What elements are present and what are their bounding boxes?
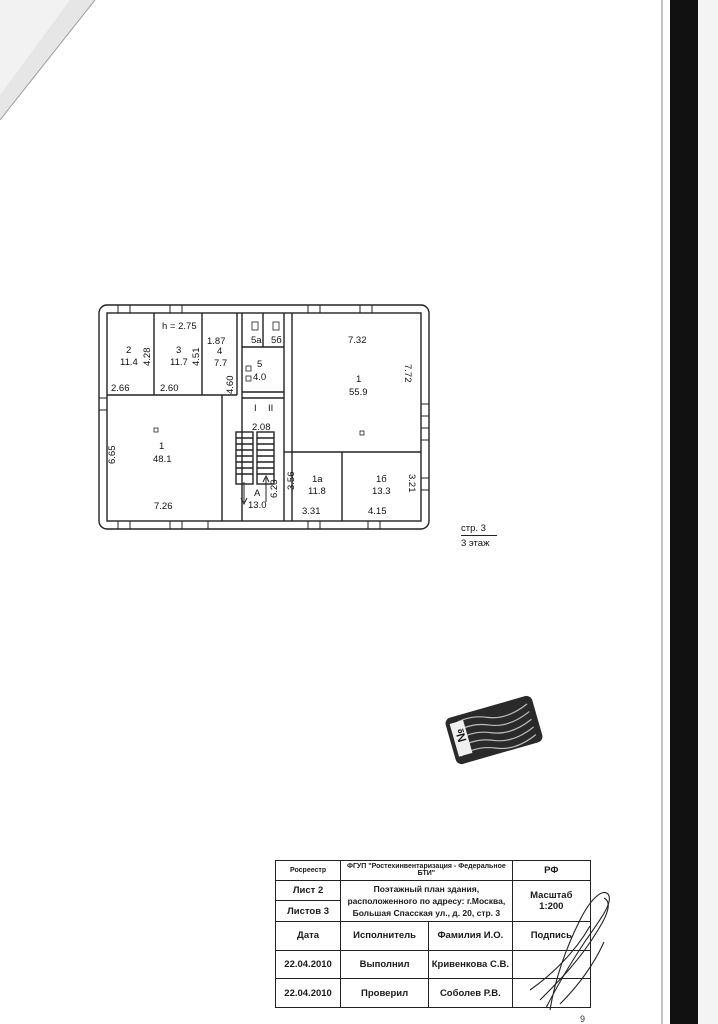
room-2-dim: 4.28 (142, 347, 153, 367)
room-1-left-dim-bottom: 7.26 (154, 501, 173, 512)
stamp-col-date: Дата (274, 920, 342, 951)
floor-plan: h = 2.75 2 11.4 4.28 3 11.7 4.51 1.87 4 … (96, 302, 432, 532)
sheet-reference: стр. 3 3 этаж (461, 523, 497, 549)
stamp-org-right: РФ (511, 860, 592, 881)
room-2-number: 2 (126, 345, 132, 356)
room-1-left-dim-side: 6.65 (107, 445, 118, 465)
room-1a-dim-bottom: 3.31 (302, 506, 321, 517)
room-1-right-dim-side: 7.72 (402, 364, 413, 383)
room-1-right-area: 55.9 (349, 387, 368, 398)
stamp-title-line1: Поэтажный план здания, (373, 883, 480, 894)
marker-roman-2: II (268, 403, 274, 414)
stamp-org-center: ФГУП "Ростехинвентаризация - Федеральное… (340, 860, 513, 881)
room-1-left-area: 48.1 (153, 454, 172, 465)
stamp-sheets: Листов 3 (274, 900, 342, 922)
stamp-scale-label: Масштаб (530, 889, 573, 901)
stamp-scale: Масштаб 1:200 (511, 879, 592, 922)
stamp-col-executor: Исполнитель (340, 920, 430, 951)
stamp-row1-date: 22.04.2010 (274, 949, 342, 980)
dim-2-66: 2.66 (111, 383, 130, 394)
ceiling-height: h = 2.75 (162, 321, 197, 332)
stamp-col-name: Фамилия И.О. (428, 920, 513, 951)
room-4-dim-top: 1.87 (207, 336, 226, 347)
room-1-right-dim-top: 7.32 (348, 335, 367, 346)
stamp-row2-role: Проверил (340, 978, 430, 1008)
room-1b-number: 1б (376, 474, 387, 485)
stamp-row1-role: Выполнил (340, 949, 430, 980)
sheet-ref-page: стр. 3 (461, 523, 497, 536)
seal-number-sign: № (452, 727, 469, 744)
room-4-number: 4 (217, 346, 223, 357)
floor-plan-walls (98, 304, 430, 530)
room-3-number: 3 (176, 345, 182, 356)
handwritten-signature (529, 892, 610, 1011)
room-1-right-number: 1 (356, 374, 362, 385)
room-1a-area: 11.8 (308, 486, 326, 497)
stamp-title-line2: расположенного по адресу: г.Москва, (347, 895, 506, 906)
stamp-title-line3: Большая Спасская ул., д. 20, стр. 3 (352, 907, 501, 918)
hologram-seal: № (445, 695, 543, 765)
room-1b-dim-bottom: 4.15 (368, 506, 387, 517)
stamp-scale-value: 1:200 (539, 900, 564, 912)
room-3-dim: 4.51 (191, 347, 202, 367)
dim-2-60: 2.60 (160, 383, 179, 394)
stamp-sheet: Лист 2 (274, 879, 342, 902)
room-5-number: 5 (257, 359, 263, 370)
marker-roman-1: I (254, 403, 257, 414)
stamp-row1-name: Кривенкова С.В. (428, 949, 513, 980)
stamp-row2-name: Соболев Р.В. (428, 978, 513, 1008)
room-5b-number: 5б (271, 335, 282, 346)
stamp-title: Поэтажный план здания, расположенного по… (340, 879, 513, 922)
room-1a-dim-side: 3.56 (286, 471, 297, 491)
room-A-area: 13.0 (248, 500, 267, 511)
room-5a-number: 5a (251, 335, 262, 346)
sheet-ref-floor: 3 этаж (461, 538, 490, 549)
room-1b-dim-side: 3.21 (406, 474, 417, 493)
room-4-area: 7.7 (214, 358, 228, 369)
room-5-area: 4.0 (253, 372, 267, 383)
room-1-left-number: 1 (159, 441, 165, 452)
room-4-dim: 4.60 (225, 375, 236, 395)
room-1a-number: 1a (312, 474, 323, 485)
room-A-number: A (254, 488, 261, 499)
dim-2-08: 2.08 (252, 422, 271, 433)
page-number: 9 (580, 1014, 586, 1024)
stamp-row2-date: 22.04.2010 (274, 978, 342, 1008)
room-2-area: 11.4 (120, 357, 138, 368)
room-A-dim-side: 6.23 (269, 479, 280, 499)
room-3-area: 11.7 (170, 357, 188, 368)
room-1b-area: 13.3 (372, 486, 391, 497)
stamp-org-left: Росреестр (274, 860, 342, 881)
title-block: Росреестр ФГУП "Ростехинвентаризация - Ф… (274, 860, 592, 1008)
